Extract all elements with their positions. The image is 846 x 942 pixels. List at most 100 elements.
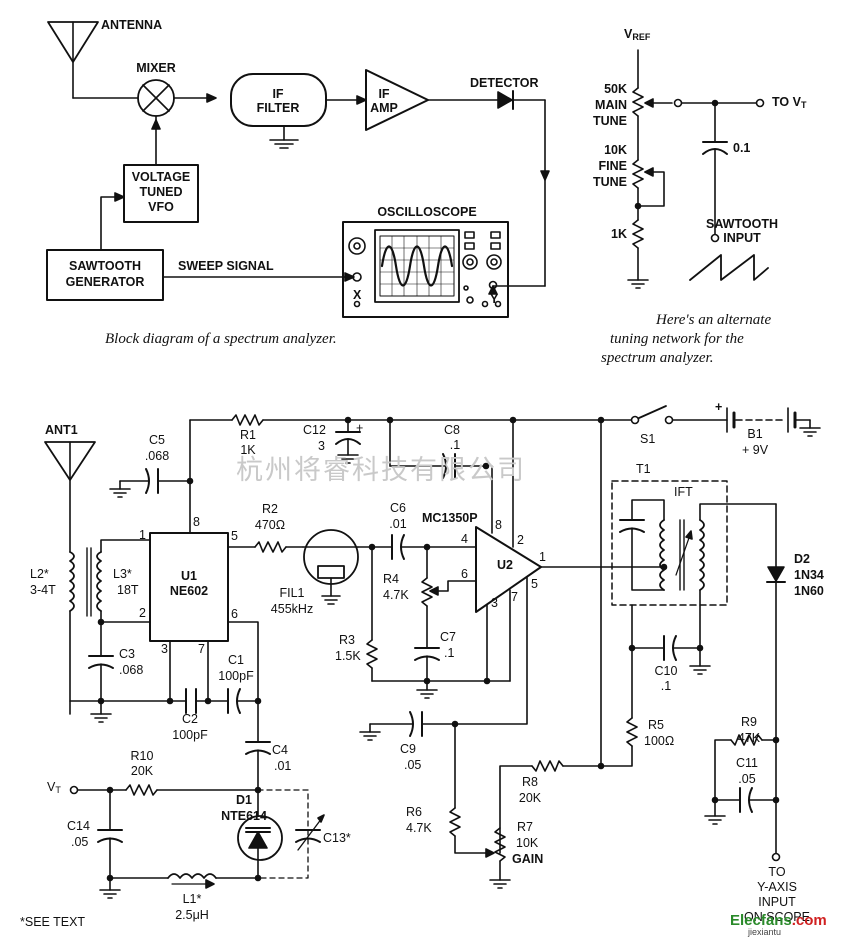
main-schematic	[45, 406, 820, 898]
r4-resistor	[422, 578, 432, 606]
arrow-up-to-mixer	[152, 120, 160, 129]
ant1-label: ANT1	[45, 423, 78, 437]
to-y-label-2: Y-AXIS	[757, 880, 797, 894]
oscilloscope-symbol	[343, 222, 508, 317]
vfo-label-3: VFO	[148, 200, 174, 214]
fine-tune-label-1: FINE	[598, 159, 627, 173]
t1-label: T1	[636, 462, 651, 476]
c14-label: C14	[67, 819, 90, 833]
c5-label: C5	[149, 433, 165, 447]
site-logo: Elecfans.com	[730, 912, 827, 929]
r2-value: 470Ω	[254, 518, 286, 532]
c8-label: C8	[444, 423, 460, 437]
u1-pin-1: 1	[139, 528, 146, 542]
l1-value: 2.5μH	[175, 908, 209, 922]
u1-pin-3: 3	[161, 642, 168, 656]
r6-resistor	[450, 808, 460, 836]
c12-label: C12	[303, 423, 326, 437]
r10-value: 20K	[130, 764, 154, 778]
l1-label: L1*	[182, 892, 202, 906]
vfo-block	[124, 165, 198, 222]
d2-label: D2	[794, 552, 810, 566]
r2-label: R2	[262, 502, 278, 516]
sawtooth-generator-label-1: SAWTOOTH	[69, 259, 141, 273]
u2-part-label: MC1350P	[422, 511, 478, 525]
d2-part-1: 1N34	[794, 568, 824, 582]
sawtooth-input-label-2: INPUT	[723, 231, 761, 245]
c3-label: C3	[119, 647, 135, 661]
t1-ift-transformer	[612, 481, 727, 605]
main-tune-label-1: MAIN	[595, 98, 627, 112]
u1-pin-7: 7	[198, 642, 205, 656]
u1-part: NE602	[169, 584, 209, 598]
fine-tune-label-2: TUNE	[592, 175, 627, 189]
oscilloscope-label: OSCILLOSCOPE	[377, 205, 477, 219]
u1-pin-8: 8	[193, 515, 200, 529]
c11-label: C11	[735, 756, 759, 770]
r2-resistor	[255, 542, 286, 552]
u1-pin-5: 5	[231, 529, 238, 543]
r3-label: R3	[339, 633, 355, 647]
main-tune-pot	[633, 88, 643, 116]
r1-label: R1	[240, 428, 256, 442]
u2-pin-1: 1	[539, 550, 546, 564]
r9-resistor	[731, 735, 762, 745]
vfo-label-2: TUNED	[139, 185, 183, 199]
r4-label: R4	[383, 572, 399, 586]
tune-1k-label: 1K	[611, 227, 627, 241]
if-amp-block	[366, 70, 428, 130]
to-y-label-1: TO	[768, 865, 786, 879]
u2-pin-5: 5	[531, 577, 538, 591]
c9-value: .05	[404, 758, 422, 772]
c13-label: C13*	[323, 831, 351, 845]
to-y-label-4: ON SCOPE	[744, 910, 810, 924]
sawtooth-input-label-1: SAWTOOTH	[706, 217, 778, 231]
u2-label: U2	[497, 558, 513, 572]
c5-value: .068	[144, 449, 170, 463]
tune-1k-resistor	[633, 220, 643, 248]
c10-label: C10	[654, 664, 678, 678]
c3-value: .068	[119, 663, 144, 677]
r5-value: 100Ω	[644, 734, 675, 748]
u2-amplifier	[476, 527, 541, 612]
to-vt-label: TO VT	[772, 95, 807, 110]
c9-label: C9	[400, 742, 416, 756]
d1-part: NTE614	[221, 809, 267, 823]
l2-value: 3-4T	[30, 583, 56, 597]
u1-pin-6: 6	[231, 607, 238, 621]
r7-label: R7	[517, 820, 533, 834]
main-tune-label-2: TUNE	[592, 114, 627, 128]
watermark-text: 杭州将睿科技有限公司	[236, 455, 526, 486]
r4-value: 4.7K	[383, 588, 409, 602]
vt-label: VT	[47, 780, 61, 795]
c8-value: .1	[449, 438, 461, 452]
tuning-network	[628, 50, 768, 288]
r8-label: R8	[522, 775, 538, 789]
d1-varactor	[238, 790, 282, 878]
detector-diode	[493, 91, 549, 286]
c12-polarity: +	[356, 421, 364, 435]
r6-value: 4.7K	[406, 821, 432, 835]
l3-label: L3*	[113, 567, 132, 581]
ift-label: IFT	[674, 485, 693, 499]
d1-label: D1	[236, 793, 252, 807]
tuning-cap-label: 0.1	[733, 141, 751, 155]
if-amp-label-1: IF	[378, 87, 390, 101]
tuning-caption-line-3: spectrum analyzer.	[601, 350, 714, 366]
c6-value: .01	[389, 517, 407, 531]
vref-label: VREF	[624, 27, 651, 42]
c4-value: .01	[274, 759, 292, 773]
r10-label: R10	[130, 749, 154, 763]
d2-part-2: 1N60	[794, 584, 824, 598]
s1-label: S1	[640, 432, 656, 446]
mixer-label: MIXER	[136, 61, 176, 75]
u2-pin-4: 4	[461, 532, 468, 546]
r9-value: 47K	[737, 731, 761, 745]
l1-coil	[168, 874, 216, 878]
r5-resistor	[627, 718, 637, 746]
r3-resistor	[367, 640, 377, 668]
u2-pin-8: 8	[495, 518, 502, 532]
tuning-caption-line-1: Here's an alternate	[656, 312, 772, 328]
main-tune-value: 50K	[604, 82, 627, 96]
fil1-filter	[303, 530, 358, 604]
